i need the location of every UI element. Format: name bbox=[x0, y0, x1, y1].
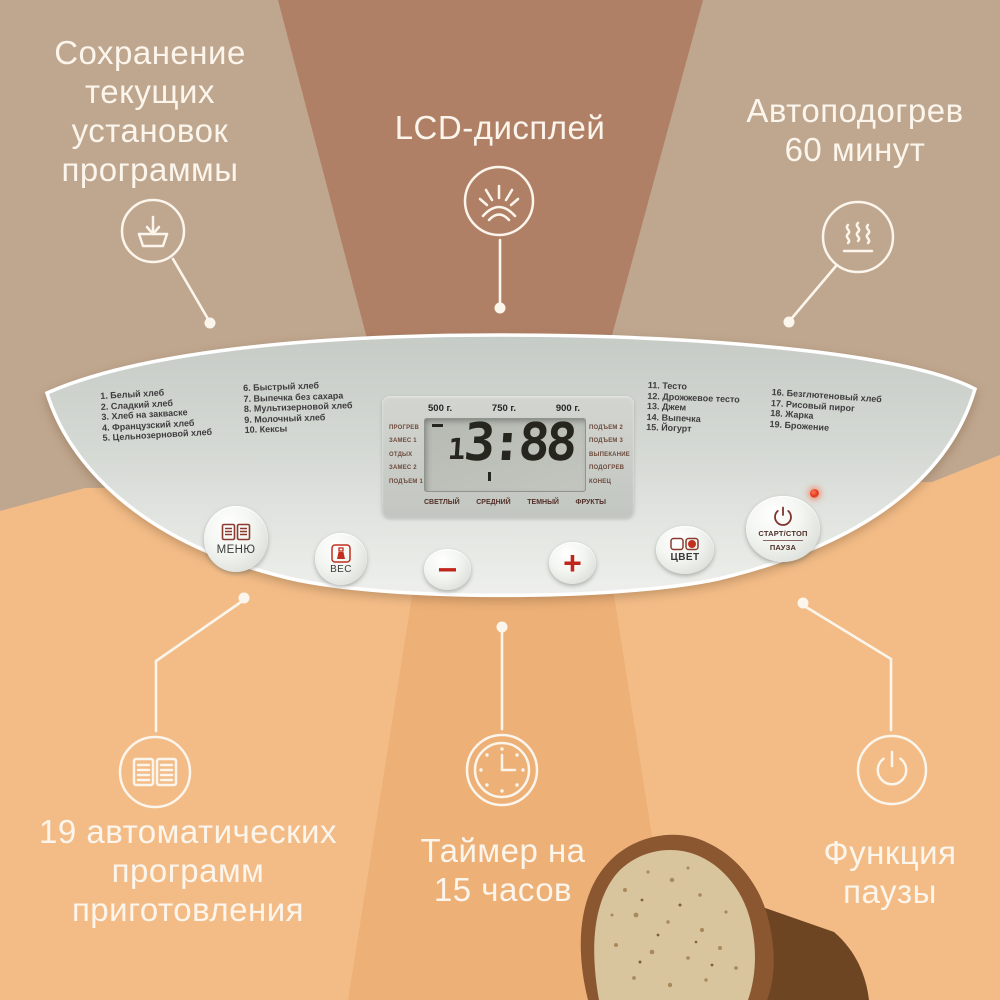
callout-save-settings: Сохранение текущих установок программы bbox=[0, 33, 300, 189]
callout-line: программы bbox=[61, 151, 239, 188]
minus-icon: − bbox=[437, 552, 458, 587]
weight-button[interactable]: ВЕС bbox=[315, 533, 367, 585]
start-button-divider bbox=[763, 540, 803, 541]
callout-line: Функция bbox=[823, 834, 957, 871]
menu-book-icon bbox=[221, 523, 251, 540]
lcd-stage-label: ЗАМЕС 1 bbox=[389, 438, 417, 445]
callout-line: Сохранение bbox=[54, 34, 246, 71]
crust-color-button-label: ЦВЕТ bbox=[670, 552, 700, 563]
callout-timer: Таймер на 15 часов bbox=[353, 831, 653, 909]
timer-clock-icon bbox=[465, 733, 539, 807]
auto-heat-icon bbox=[821, 200, 895, 274]
lcd-stage-labels-right: ПОДЪЕМ 2 ПОДЪЕМ 3 ВЫПЕКАНИЕ ПОДОГРЕВ КОН… bbox=[589, 422, 630, 489]
weight-option-label: 750 г. bbox=[491, 403, 517, 414]
crust-color-icon bbox=[670, 537, 699, 551]
callout-line: приготовления bbox=[71, 891, 305, 928]
lcd-segment-mark bbox=[432, 424, 443, 427]
leader-line-save bbox=[171, 257, 216, 329]
red-led bbox=[810, 489, 819, 498]
lcd-stage-label: ПОДОГРЕВ bbox=[589, 465, 625, 472]
weight-options-row: 500 г. 750 г. 900 г. bbox=[428, 403, 580, 414]
lcd-stage-label: ПОДЪЕМ 1 bbox=[389, 478, 423, 485]
crust-options-row: СВЕТЛЫЙ СРЕДНИЙ ТЕМНЫЙ ФРУКТЫ bbox=[424, 499, 606, 506]
weight-button-label: ВЕС bbox=[330, 563, 352, 575]
callout-lcd-display: LCD-дисплей bbox=[350, 108, 650, 147]
callout-line: 19 автоматических bbox=[39, 813, 337, 850]
bread-crumb-speckles bbox=[610, 866, 738, 988]
weight-icon bbox=[331, 543, 351, 563]
callout-pause: Функция паузы bbox=[740, 833, 1000, 911]
callout-line: паузы bbox=[843, 873, 937, 910]
crust-option-label: СВЕТЛЫЙ bbox=[424, 499, 460, 506]
lcd-display-icon bbox=[463, 165, 535, 237]
leader-line-timer bbox=[496, 621, 508, 731]
leader-line-autoheat bbox=[783, 264, 838, 328]
crust-option-label: СРЕДНИЙ bbox=[476, 499, 511, 506]
callout-line: 15 часов bbox=[433, 871, 573, 908]
lcd-bezel: 500 г. 750 г. 900 г. ПРОГРЕВ ЗАМЕС 1 ОТД… bbox=[382, 396, 634, 518]
leader-line-pause bbox=[797, 597, 893, 732]
callout-line: программ bbox=[111, 852, 265, 889]
menu-button-label: МЕНЮ bbox=[216, 543, 256, 556]
callout-line: LCD-дисплей bbox=[394, 109, 606, 146]
lcd-stage-label: ВЫПЕКАНИЕ bbox=[589, 451, 630, 458]
crust-option-label: ФРУКТЫ bbox=[575, 499, 606, 506]
lcd-screen: 1 3:88 bbox=[424, 413, 586, 492]
callout-auto-heat: Автоподогрев 60 минут bbox=[690, 91, 1000, 169]
plus-button[interactable]: + bbox=[549, 542, 596, 584]
bread-crumb-speckles-dark bbox=[638, 898, 714, 967]
lcd-stage-label: ОТДЫХ bbox=[389, 451, 413, 458]
menu-button[interactable]: МЕНЮ bbox=[204, 506, 268, 572]
lcd-stage-label: ПОДЪЕМ 3 bbox=[589, 438, 623, 445]
power-pause-icon bbox=[856, 734, 928, 806]
lcd-stage-label: ЗАМЕС 2 bbox=[389, 465, 417, 472]
leader-line-lcd bbox=[494, 238, 506, 314]
minus-button[interactable]: − bbox=[424, 549, 471, 590]
callout-line: текущих bbox=[85, 73, 215, 110]
weight-option-label: 900 г. bbox=[555, 403, 580, 414]
callout-programs: 19 автоматических программ приготовления bbox=[13, 812, 363, 929]
callout-line: 60 минут bbox=[784, 131, 926, 168]
lcd-stage-label: ПРОГРЕВ bbox=[389, 425, 420, 431]
start-stop-label: СТАРТ/СТОП bbox=[758, 529, 808, 538]
callout-line: установок bbox=[71, 112, 229, 149]
crust-option-label: ТЕМНЫЙ bbox=[527, 499, 559, 506]
callout-line: Таймер на bbox=[420, 832, 586, 869]
open-book-icon bbox=[118, 735, 192, 809]
start-stop-pause-button[interactable]: СТАРТ/СТОП ПАУЗА bbox=[746, 496, 820, 562]
callout-line: Автоподогрев bbox=[746, 92, 964, 129]
crust-color-button[interactable]: ЦВЕТ bbox=[656, 526, 714, 574]
pause-label: ПАУЗА bbox=[769, 543, 797, 552]
lcd-stage-labels-left: ПРОГРЕВ ЗАМЕС 1 ОТДЫХ ЗАМЕС 2 ПОДЪЕМ 1 bbox=[389, 422, 423, 489]
lcd-stage-label: КОНЕЦ bbox=[589, 478, 612, 485]
power-icon bbox=[774, 506, 792, 526]
weight-option-label: 500 г. bbox=[428, 403, 453, 414]
lcd-stage-label: ПОДЪЕМ 2 bbox=[589, 425, 623, 431]
plus-icon: + bbox=[563, 545, 582, 581]
lcd-segment-mark bbox=[488, 472, 491, 481]
leader-line-programs bbox=[154, 592, 250, 733]
bread-slices-photo bbox=[580, 834, 869, 1000]
save-settings-icon bbox=[120, 198, 186, 264]
